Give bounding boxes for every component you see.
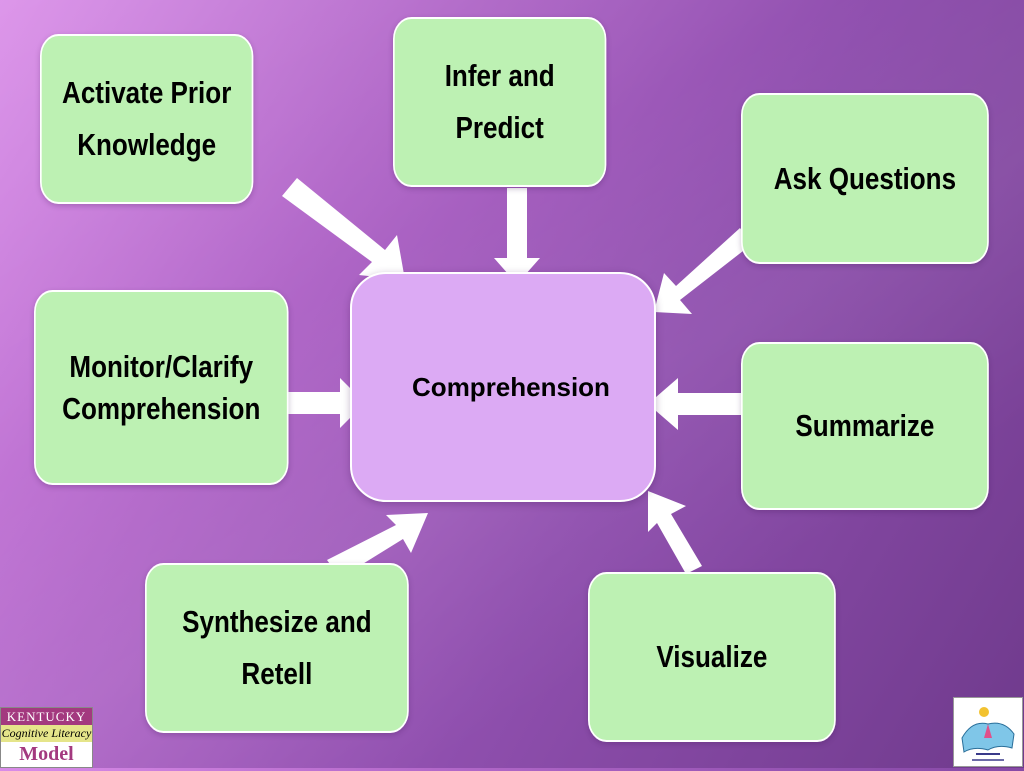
box-summarize: Summarize xyxy=(741,342,989,510)
box-line2: Comprehension xyxy=(62,390,261,426)
arrow-synthesize xyxy=(327,513,428,578)
box-line2: Retell xyxy=(241,656,313,691)
logo-line1: KENTUCKY xyxy=(1,708,92,725)
box-line1: Visualize xyxy=(656,639,768,674)
arrow-infer-predict xyxy=(494,188,540,284)
box-line1: Infer and xyxy=(444,58,555,93)
box-line1: Synthesize and xyxy=(182,604,372,639)
box-line1: Monitor/Clarify xyxy=(69,348,254,384)
box-activate-prior-knowledge: Activate Prior Knowledge xyxy=(40,34,254,204)
box-line2: Predict xyxy=(455,110,544,145)
arrow-summarize xyxy=(648,378,750,430)
box-line2: Knowledge xyxy=(77,127,217,162)
box-infer-predict: Infer and Predict xyxy=(393,17,607,187)
arrow-activate-prior xyxy=(282,178,405,280)
box-line1: Activate Prior xyxy=(62,75,232,110)
box-line1: Ask Questions xyxy=(773,160,957,196)
box-visualize: Visualize xyxy=(588,572,836,742)
every-child-logo-icon xyxy=(953,697,1023,767)
box-monitor-clarify: Monitor/Clarify Comprehension xyxy=(34,290,289,485)
arrow-ask-questions xyxy=(654,228,752,314)
arrow-visualize xyxy=(648,491,702,574)
box-line1: Summarize xyxy=(795,408,935,443)
comprehension-center-box xyxy=(350,272,656,502)
kentucky-cognitive-literacy-logo: KENTUCKY Cognitive Literacy Model xyxy=(0,707,93,768)
box-ask-questions: Ask Questions xyxy=(741,93,989,264)
arrow-monitor xyxy=(282,378,365,428)
every-child-logo-graphic xyxy=(961,707,1015,761)
logo-line2: Cognitive Literacy xyxy=(1,725,92,742)
center-label: Comprehension xyxy=(412,372,610,402)
logo-line3: Model xyxy=(1,742,92,766)
box-synthesize-retell: Synthesize and Retell xyxy=(145,563,409,733)
